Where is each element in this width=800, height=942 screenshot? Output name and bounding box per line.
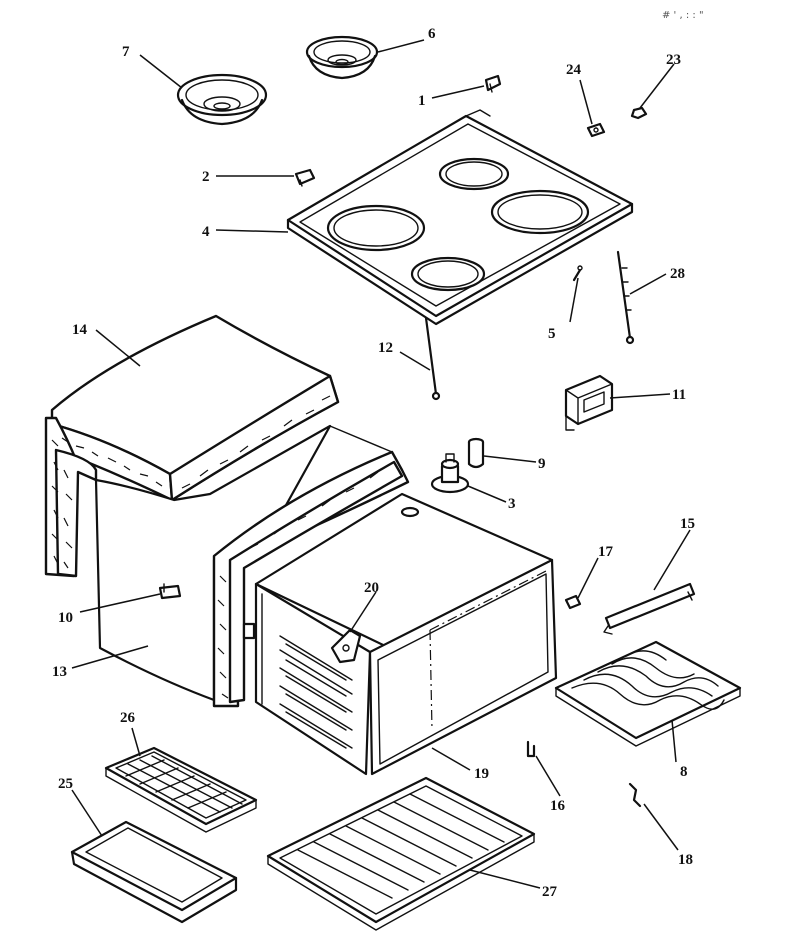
- callout-11: 11: [672, 387, 686, 403]
- element-part-9: [467, 437, 485, 469]
- clip-part-1: [484, 74, 502, 93]
- clip-part-17: [628, 782, 642, 808]
- rod-part-28: [616, 250, 635, 345]
- callout-15: 15: [680, 516, 695, 532]
- callout-9: 9: [538, 456, 546, 472]
- clip-part-10: [158, 583, 182, 600]
- oven-rack-part-27: [266, 776, 536, 931]
- rod-part-12: [424, 316, 441, 401]
- callout-20: 20: [364, 580, 379, 596]
- insulation-top-part-14: [44, 314, 340, 578]
- callout-2: 2: [202, 169, 210, 185]
- callout-labels: 7 6 1 2 4 24 23 5 28 12 14 11 9 3 10 13 …: [52, 26, 695, 900]
- scan-marks: # ' , : : ": [662, 10, 704, 21]
- callout-19: 17: [598, 544, 614, 560]
- knob-part-3: [430, 453, 470, 494]
- callout-24: 24: [566, 62, 582, 78]
- bake-element-part-8: [554, 640, 742, 747]
- callout-14: 14: [72, 322, 88, 338]
- callout-5: 5: [548, 326, 556, 342]
- broiler-pan-part-25: [70, 820, 238, 924]
- clip-part-16: [526, 740, 536, 758]
- callout-23: 23: [666, 52, 681, 68]
- callout-18: 19: [474, 766, 489, 782]
- leader-lines: [71, 39, 691, 889]
- callout-17: 18: [678, 852, 693, 868]
- broiler-grid-part-26: [104, 746, 258, 833]
- cooktop-main-top: [286, 109, 634, 326]
- drip-bowl-large: [176, 73, 268, 126]
- clip-part-19: [564, 594, 582, 610]
- callout-7: 7: [122, 44, 130, 60]
- rail-part-15: [603, 582, 696, 635]
- callout-28: 28: [670, 266, 685, 282]
- callout-16: 16: [550, 798, 566, 814]
- clip-part-2: [294, 168, 316, 187]
- callout-25: 25: [58, 776, 73, 792]
- callout-13: 13: [52, 664, 67, 680]
- drip-bowl-small: [305, 35, 379, 80]
- callout-4: 4: [202, 224, 210, 240]
- callout-6: 6: [428, 26, 436, 42]
- oven-liner-part-18: [242, 492, 558, 776]
- callout-3: 3: [508, 496, 516, 512]
- callout-26: 26: [120, 710, 136, 726]
- callout-1: 1: [418, 93, 426, 109]
- callout-10: 10: [58, 610, 73, 626]
- bracket-part-20: [330, 628, 362, 664]
- bracket-part-11: [564, 374, 614, 431]
- callout-27: 27: [542, 884, 558, 900]
- callout-8: 8: [680, 764, 688, 780]
- pin-part-5: [572, 265, 583, 282]
- callout-12: 12: [378, 340, 393, 356]
- nut-part-23: [630, 106, 648, 120]
- insulation-side-part-13: [94, 424, 410, 708]
- bracket-part-24: [586, 122, 606, 138]
